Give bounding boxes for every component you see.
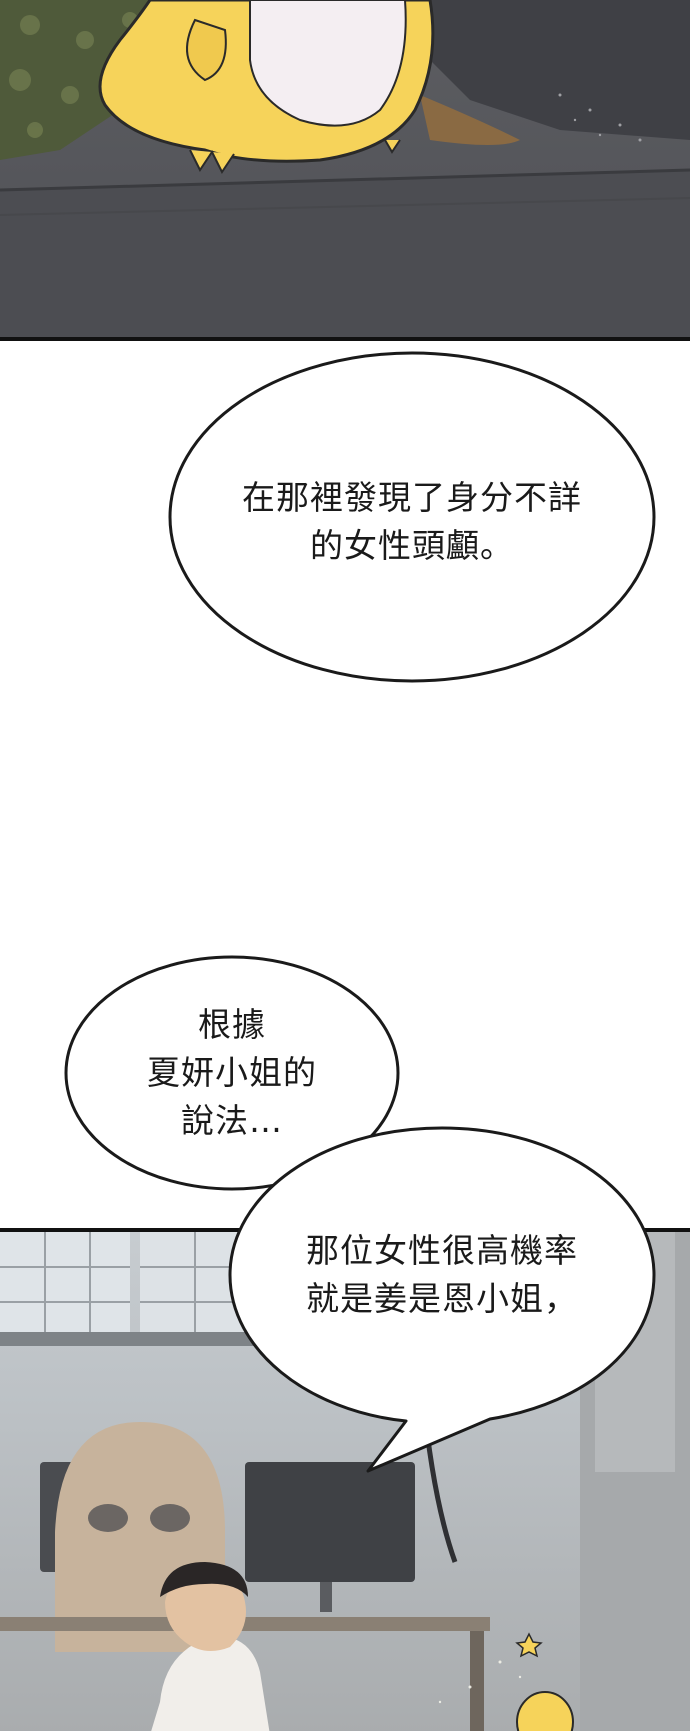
speech-bubble-1-shape (168, 351, 656, 683)
panel-top-mascot-scene (0, 0, 690, 341)
speech-bubble-2-line-1: 根據 (198, 1005, 266, 1044)
speech-bubble-3-line-1: 那位女性很高機率 (306, 1231, 578, 1270)
speech-bubble-3-shape (228, 1126, 656, 1473)
speech-bubble-1: 在那裡發現了身分不詳 的女性頭顱。 (168, 350, 656, 684)
speech-bubble-3-text: 那位女性很高機率 就是姜是恩小姐， (228, 1227, 656, 1323)
speech-bubble-1-line-1: 在那裡發現了身分不詳 (242, 478, 582, 517)
speech-bubble-2-text: 根據 夏妍小姐的 說法… (64, 1001, 400, 1145)
speech-bubble-2-shape (64, 955, 400, 1191)
speech-bubble-3-line-2: 就是姜是恩小姐， (306, 1279, 578, 1318)
speech-bubble-2: 根據 夏妍小姐的 說法… (64, 955, 400, 1191)
speech-bubble-1-text: 在那裡發現了身分不詳 的女性頭顱。 (168, 474, 656, 570)
mascot-scene-illustration (0, 0, 690, 337)
speech-bubble-2-line-2: 夏妍小姐的 (147, 1053, 317, 1092)
speech-bubble-3: 那位女性很高機率 就是姜是恩小姐， (228, 1125, 656, 1475)
speech-bubble-2-line-3: 說法… (181, 1101, 283, 1140)
speech-bubble-1-line-2: 的女性頭顱。 (310, 526, 514, 565)
